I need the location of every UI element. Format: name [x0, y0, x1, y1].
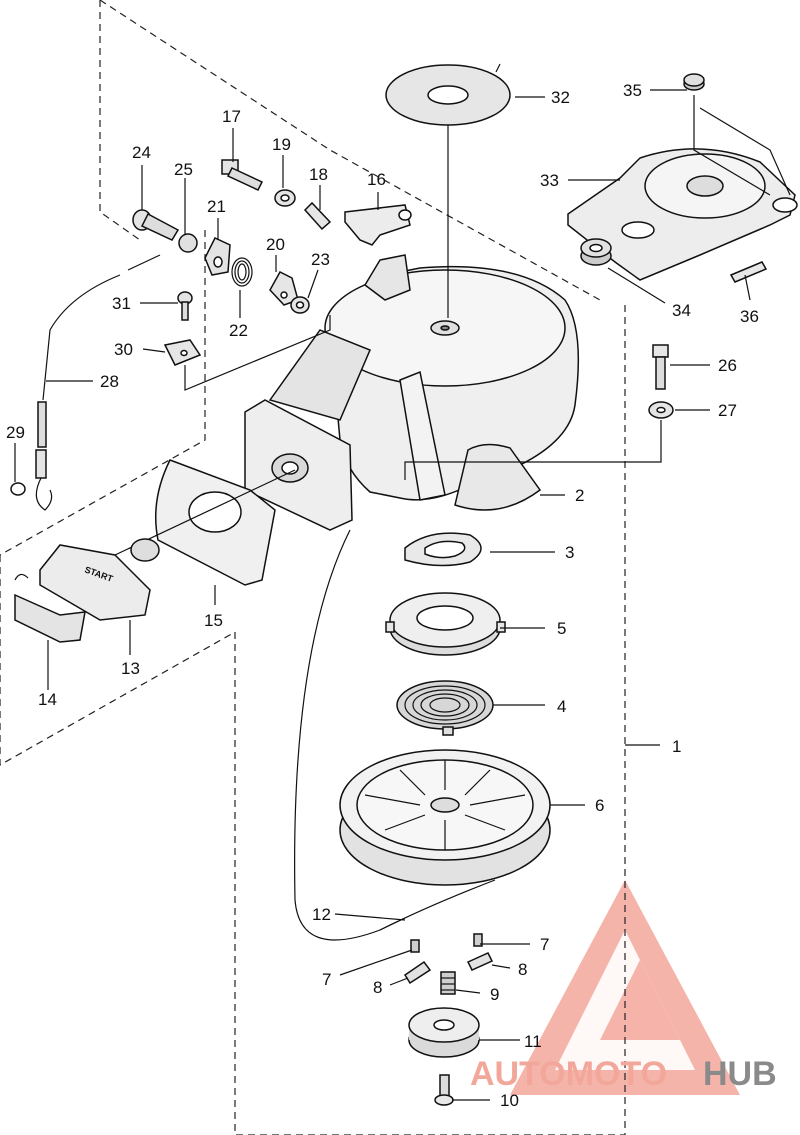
- part-5-spring-case: [385, 592, 506, 656]
- part-23-washer: [290, 296, 310, 314]
- callout-8-left: 8: [373, 978, 382, 997]
- callout-16: 16: [367, 170, 386, 189]
- part-35-grommet: [683, 73, 705, 91]
- callout-23: 23: [311, 250, 330, 269]
- part-1-starter-housing: [244, 254, 580, 531]
- callout-4: 4: [557, 697, 566, 716]
- part-7-spring-left: [410, 939, 420, 953]
- callout-21: 21: [207, 197, 226, 216]
- part-33-cover: [567, 148, 798, 281]
- part-21-bracket: [204, 237, 231, 276]
- group-outline-handle: [0, 555, 236, 766]
- part-19-ring: [274, 189, 296, 207]
- part-17-bolt: [221, 159, 264, 191]
- part-34-grommet: [580, 238, 612, 266]
- callout-8-right: 8: [518, 960, 527, 979]
- part-22-spring: [231, 257, 253, 287]
- part-25-collar: [178, 233, 198, 253]
- callout-22: 22: [229, 321, 248, 340]
- callout-12: 12: [312, 905, 331, 924]
- callout-30: 30: [114, 340, 133, 359]
- callout-26: 26: [718, 356, 737, 375]
- callout-7-left: 7: [322, 970, 331, 989]
- part-8-pawl-left: [403, 960, 432, 985]
- callout-2: 2: [575, 486, 584, 505]
- watermark-logo: [510, 880, 740, 1095]
- callout-17: 17: [222, 107, 241, 126]
- callout-13: 13: [121, 659, 140, 678]
- watermark-text: AUTOMOTO HUB: [470, 1055, 777, 1093]
- callout-24: 24: [132, 143, 151, 162]
- watermark-brand-part2: HUB: [703, 1055, 777, 1093]
- watermark-brand-part1: AUTOMOTO: [470, 1055, 667, 1093]
- part-18-sleeve: [303, 201, 332, 231]
- callout-36: 36: [740, 307, 759, 326]
- part-4-recoil-spring: [396, 680, 494, 736]
- callout-34: 34: [672, 301, 691, 320]
- group-outline-linkage: [0, 0, 601, 556]
- part-32-plate: [385, 63, 511, 126]
- callout-3: 3: [565, 543, 574, 562]
- part-28-cable: [35, 254, 161, 511]
- part-31-screw: [177, 291, 193, 321]
- callout-5: 5: [557, 619, 566, 638]
- part-6-reel: [339, 749, 551, 886]
- callout-28: 28: [100, 372, 119, 391]
- callout-7-right: 7: [540, 935, 549, 954]
- callout-20: 20: [266, 235, 285, 254]
- callout-11: 11: [524, 1032, 542, 1051]
- part-14-insert: [14, 573, 86, 643]
- part-36-plate: [729, 261, 768, 283]
- callout-27: 27: [718, 401, 737, 420]
- callout-1: 1: [672, 737, 681, 756]
- callout-25: 25: [174, 160, 193, 179]
- part-9-spring: [440, 971, 456, 995]
- part-10-bolt: [434, 1074, 454, 1106]
- part-8-pawl-right: [466, 952, 494, 971]
- callout-19: 19: [272, 135, 291, 154]
- part-20-plate: [269, 271, 299, 306]
- group-outline-starter: [234, 300, 626, 1135]
- callout-33: 33: [540, 171, 559, 190]
- part-29-clip: [10, 482, 26, 496]
- part-11-ratchet: [408, 1007, 480, 1058]
- callout-15: 15: [204, 611, 223, 630]
- part-30-plate: [163, 339, 202, 366]
- callout-31: 31: [112, 294, 131, 313]
- part-16-lever: [344, 204, 412, 246]
- part-27-washer: [648, 401, 674, 419]
- callout-10: 10: [500, 1091, 519, 1110]
- part-26-bolt: [652, 344, 669, 390]
- part-3-plate: [404, 532, 482, 567]
- callout-labels: 1 2 3 4 5 6 7 7 8 8 9 10 11 12 13 14 15 …: [6, 81, 759, 1110]
- part-24-bolt: [132, 209, 180, 241]
- leader-lines: [14, 89, 791, 1101]
- part-7-spring-right: [473, 933, 483, 947]
- callout-35: 35: [623, 81, 642, 100]
- callout-18: 18: [309, 165, 328, 184]
- callout-29: 29: [6, 423, 25, 442]
- callout-6: 6: [595, 796, 604, 815]
- callout-32: 32: [551, 88, 570, 107]
- callout-14: 14: [38, 690, 57, 709]
- part-13-start-handle: START: [39, 538, 160, 621]
- callout-9: 9: [490, 985, 499, 1004]
